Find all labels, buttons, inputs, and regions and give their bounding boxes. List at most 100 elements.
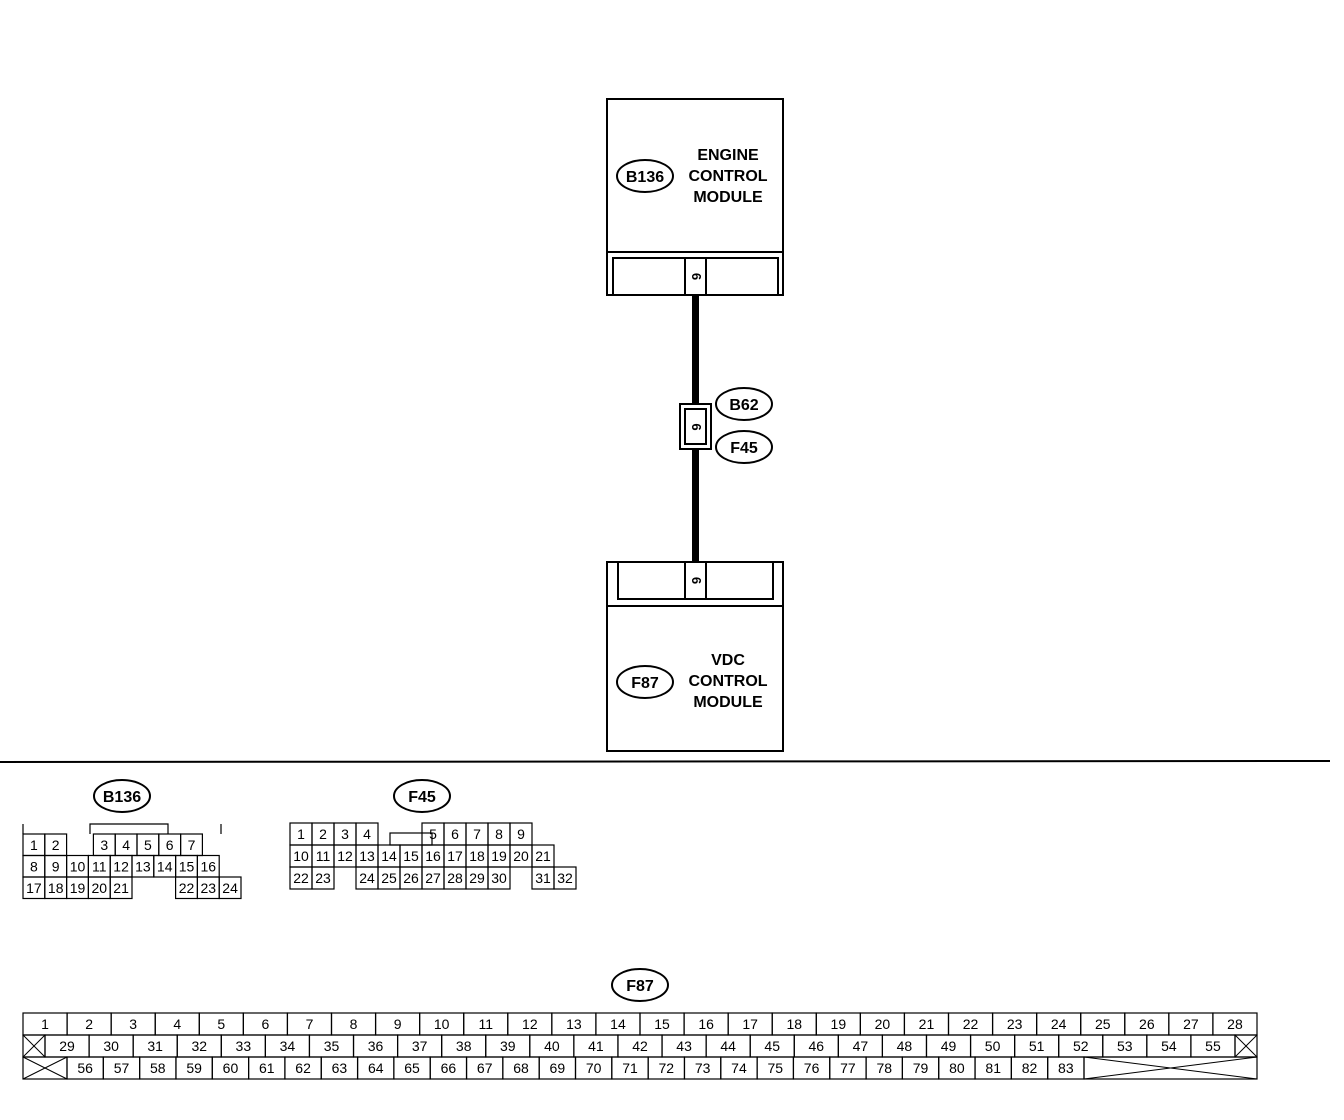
- f87-pin-number: 62: [295, 1060, 311, 1076]
- section-divider: [0, 760, 1331, 763]
- joint-id-f45: F45: [730, 440, 758, 457]
- b136-pin-number: 3: [100, 837, 108, 853]
- f87-pin-number: 36: [368, 1038, 384, 1054]
- f87-pin-number: 1: [41, 1016, 49, 1032]
- f87-pin-number: 13: [566, 1016, 582, 1032]
- f87-pin-number: 17: [742, 1016, 758, 1032]
- b136-face-label: B136: [103, 789, 141, 806]
- f45-pin-number: 9: [517, 826, 525, 842]
- f45-pin-number: 17: [447, 848, 463, 864]
- f45-pin-number: 22: [293, 870, 309, 886]
- f87-pin-number: 34: [280, 1038, 296, 1054]
- f87-pin-number: 77: [840, 1060, 856, 1076]
- b136-pin-number: 6: [166, 837, 174, 853]
- f87-pin-number: 69: [550, 1060, 566, 1076]
- f45-pin-number: 32: [557, 870, 573, 886]
- f45-pin-number: 27: [425, 870, 441, 886]
- f87-pin-number: 40: [544, 1038, 560, 1054]
- f87-pin-number: 30: [103, 1038, 119, 1054]
- b136-pin-number: 16: [201, 858, 217, 874]
- f45-pin-number: 30: [491, 870, 507, 886]
- f87-pin-number: 79: [913, 1060, 929, 1076]
- f45-pin-number: 8: [495, 826, 503, 842]
- f87-pin-number: 60: [223, 1060, 239, 1076]
- f87-pin-number: 42: [632, 1038, 648, 1054]
- ecm-title-line-2: CONTROL: [688, 168, 767, 185]
- f45-pin-number: 1: [297, 826, 305, 842]
- f87-blank-right-row3-stroke-b: [1083, 1056, 1258, 1080]
- f45-pin-number: 6: [451, 826, 459, 842]
- b136-pin-number: 13: [135, 858, 151, 874]
- f87-pin-number: 43: [676, 1038, 692, 1054]
- b136-pin-number: 4: [122, 837, 130, 853]
- f45-pin-number: 2: [319, 826, 327, 842]
- f87-pin-number: 66: [441, 1060, 457, 1076]
- f87-pin-number: 31: [147, 1038, 163, 1054]
- b136-pin-number: 24: [222, 880, 238, 896]
- f87-pin-number: 65: [404, 1060, 420, 1076]
- ecm-title-line-1: ENGINE: [697, 147, 759, 164]
- joint-id-b62: B62: [729, 397, 758, 414]
- f87-pin-number: 23: [1007, 1016, 1023, 1032]
- vdc-title-line-3: MODULE: [693, 694, 763, 711]
- f45-lock-tab: [389, 832, 433, 846]
- ecm-title-line-3: MODULE: [693, 189, 763, 206]
- b136-pin-number: 1: [30, 837, 38, 853]
- f87-pin-number: 53: [1117, 1038, 1133, 1054]
- f45-pin-number: 21: [535, 848, 551, 864]
- f45-pin-number: 4: [363, 826, 371, 842]
- f87-pin-number: 16: [698, 1016, 714, 1032]
- f45-pin-number: 18: [469, 848, 485, 864]
- f45-pin-number: 10: [293, 848, 309, 864]
- f45-face-label: F45: [408, 789, 436, 806]
- f45-pin-number: 29: [469, 870, 485, 886]
- f45-pin-number: 12: [337, 848, 353, 864]
- f87-pin-number: 18: [786, 1016, 802, 1032]
- joint-connector: 6 B62 F45: [679, 387, 773, 464]
- f87-pin-number: 22: [963, 1016, 979, 1032]
- f45-cell: [487, 866, 511, 890]
- f45-pin-number: 20: [513, 848, 529, 864]
- f45-pin-number: 11: [316, 848, 331, 864]
- vdc-title-line-2: CONTROL: [688, 673, 767, 690]
- f45-pin-number: 24: [359, 870, 375, 886]
- f45-pin-number: 7: [473, 826, 481, 842]
- f87-pin-number: 49: [941, 1038, 957, 1054]
- f45-cell: [311, 866, 335, 890]
- f87-pin-number: 80: [949, 1060, 965, 1076]
- b136-pin-number: 14: [157, 858, 173, 874]
- f87-pin-number: 45: [764, 1038, 780, 1054]
- f87-pin-number: 38: [456, 1038, 472, 1054]
- f87-pin-number: 7: [306, 1016, 314, 1032]
- f87-pin-number: 12: [522, 1016, 538, 1032]
- f87-pin-number: 71: [622, 1060, 638, 1076]
- f87-pin-number: 29: [59, 1038, 75, 1054]
- f45-pin-number: 25: [381, 870, 397, 886]
- f87-pin-number: 83: [1058, 1060, 1074, 1076]
- f87-pin-number: 52: [1073, 1038, 1089, 1054]
- f87-pin-number: 19: [831, 1016, 847, 1032]
- f87-pin-number: 64: [368, 1060, 384, 1076]
- f87-pin-number: 63: [332, 1060, 348, 1076]
- f87-pin-number: 14: [610, 1016, 626, 1032]
- f87-pin-number: 2: [85, 1016, 93, 1032]
- b136-pin-number: 20: [92, 880, 108, 896]
- b136-pin-number: 15: [179, 858, 195, 874]
- f87-face-label: F87: [626, 978, 654, 995]
- f87-pin-number: 3: [129, 1016, 137, 1032]
- f87-pin-number: 5: [217, 1016, 225, 1032]
- f87-pin-number: 25: [1095, 1016, 1111, 1032]
- f87-pin-number: 33: [236, 1038, 252, 1054]
- f87-pin-number: 51: [1029, 1038, 1045, 1054]
- f87-pin-number: 67: [477, 1060, 493, 1076]
- f87-pin-number: 28: [1227, 1016, 1243, 1032]
- b136-cell: [218, 876, 242, 900]
- f87-pin-number: 35: [324, 1038, 340, 1054]
- f87-blank-left-row2-stroke-b: [22, 1034, 46, 1058]
- f87-pin-number: 21: [919, 1016, 935, 1032]
- b136-pin-number: 8: [30, 858, 38, 874]
- f45-pin-number: 31: [535, 870, 551, 886]
